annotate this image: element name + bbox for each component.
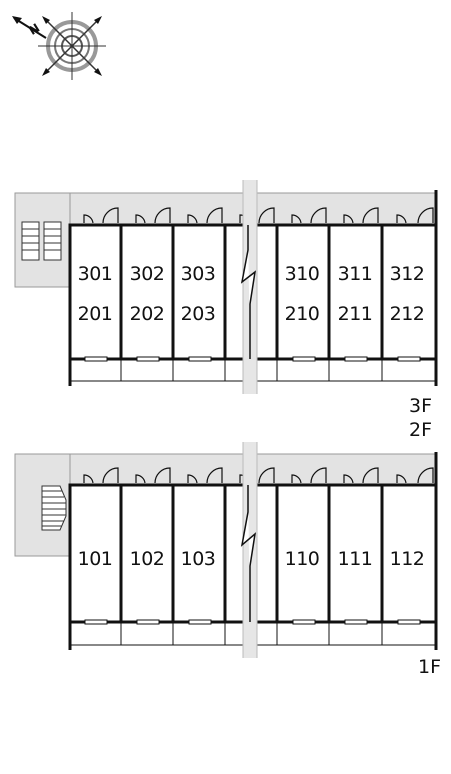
compass-icon (38, 12, 106, 80)
lower-corridor (14, 453, 437, 486)
unit-label: 102 (129, 548, 165, 570)
unit-label: 303 (180, 263, 216, 285)
unit-label: 101 (77, 548, 113, 570)
upper-block (14, 180, 438, 394)
lower-break-mark (240, 485, 257, 622)
floor-label: 1F (418, 656, 442, 678)
north-label: N (26, 21, 42, 38)
unit-label: 110 (284, 548, 320, 570)
lower-block (14, 442, 438, 658)
floor-label: 2F (409, 419, 433, 441)
unit-label: 203 (180, 303, 216, 325)
unit-label: 202 (129, 303, 165, 325)
upper-staircase (21, 221, 62, 261)
upper-break-mark (240, 225, 257, 359)
unit-label: 302 (129, 263, 165, 285)
unit-label: 312 (389, 263, 425, 285)
unit-label: 211 (337, 303, 373, 325)
north-arrow-icon: N (12, 16, 47, 39)
unit-label: 201 (77, 303, 113, 325)
unit-label: 210 (284, 303, 320, 325)
unit-label: 310 (284, 263, 320, 285)
lower-staircase (41, 485, 67, 531)
upper-doors (83, 207, 434, 224)
unit-label: 212 (389, 303, 425, 325)
unit-label: 112 (389, 548, 425, 570)
unit-label: 103 (180, 548, 216, 570)
unit-label: 301 (77, 263, 113, 285)
unit-label: 311 (337, 263, 373, 285)
unit-label: 111 (337, 548, 373, 570)
floor-label: 3F (409, 395, 433, 417)
